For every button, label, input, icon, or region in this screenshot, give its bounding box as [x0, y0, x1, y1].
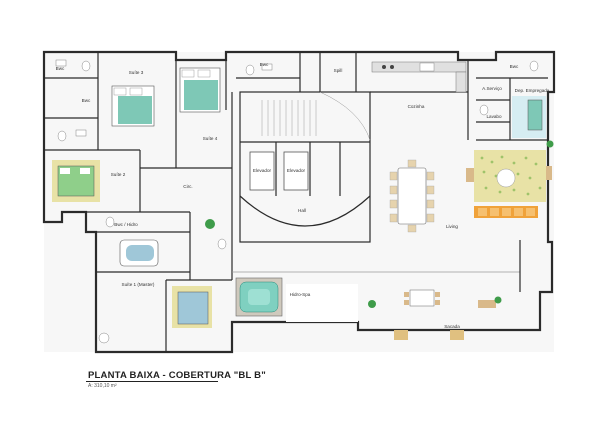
- bed-suite4: [179, 67, 221, 113]
- room-label-sacada: Sacada: [444, 324, 460, 329]
- bed-suite2: [52, 160, 100, 202]
- stairs: [261, 100, 317, 136]
- room-label-hall: Hall: [298, 208, 306, 213]
- room-label-elevador-1: Elevador: [253, 168, 272, 173]
- rug-pattern: [480, 155, 542, 196]
- interior-walls: [44, 52, 548, 352]
- master-bed: [177, 291, 209, 325]
- room-label-suite2: Suíte 2: [111, 172, 126, 177]
- elevator-shaft-1: [249, 151, 275, 191]
- room-label-suite1: Suíte 1 (Master): [122, 282, 155, 287]
- room-label-spill: Spill: [334, 68, 343, 73]
- room-label-lavabo: Lavabo: [486, 114, 502, 119]
- room-label-cozinha: Cozinha: [408, 104, 425, 109]
- title-rule: [86, 381, 218, 382]
- sacada-planter: [478, 300, 496, 308]
- room-label-bwc-l: Bwc: [82, 98, 91, 103]
- kitchen-stove: [382, 65, 394, 69]
- room-label-bwc-tr: Bwc: [510, 64, 519, 69]
- room-label-area-servico: A.Serviço: [482, 86, 502, 91]
- armchair-left: [466, 168, 474, 182]
- room-label-bwc-tc: Bwc: [260, 62, 269, 67]
- plan-title: PLANTA BAIXA - COBERTURA "BL B": [88, 370, 266, 381]
- kitchen-counters: [371, 61, 467, 93]
- bed-suite3: [111, 85, 155, 127]
- room-label-hidro-spa: Hidro-Spa: [290, 292, 311, 297]
- sofa-cushions: [478, 208, 535, 216]
- bath-fixtures: [55, 59, 539, 344]
- room-label-suite3: Suíte 3: [129, 70, 144, 75]
- outer-walls: [42, 50, 556, 354]
- plan-area: A: 310,10 m²: [88, 383, 117, 389]
- sacada-loungers: [394, 330, 464, 340]
- bed-dep: [527, 99, 543, 131]
- core-arc: [319, 91, 371, 141]
- room-label-circ: Circ.: [183, 184, 192, 189]
- jacuzzi: [235, 277, 283, 317]
- armchair-right: [546, 166, 552, 180]
- bathtub-suite1: [119, 239, 159, 267]
- hall-curve: [239, 195, 371, 227]
- room-label-bwc-master: Bwc / Hidro: [114, 222, 138, 227]
- elevator-shaft-2: [283, 151, 309, 191]
- kitchen-sink: [419, 62, 435, 72]
- sacada-table: [404, 289, 440, 307]
- spa-deck: [286, 284, 358, 322]
- dining-table: [389, 159, 435, 233]
- room-label-living: Living: [446, 224, 458, 229]
- room-label-elevador-2: Elevador: [287, 168, 306, 173]
- room-label-bwc-tl: Bwc: [56, 66, 65, 71]
- plants: [205, 140, 554, 308]
- coffee-table: [496, 168, 516, 188]
- room-label-dep-empregada: Dep. Empregada: [515, 88, 550, 93]
- room-label-suite4: Suíte 4: [203, 136, 218, 141]
